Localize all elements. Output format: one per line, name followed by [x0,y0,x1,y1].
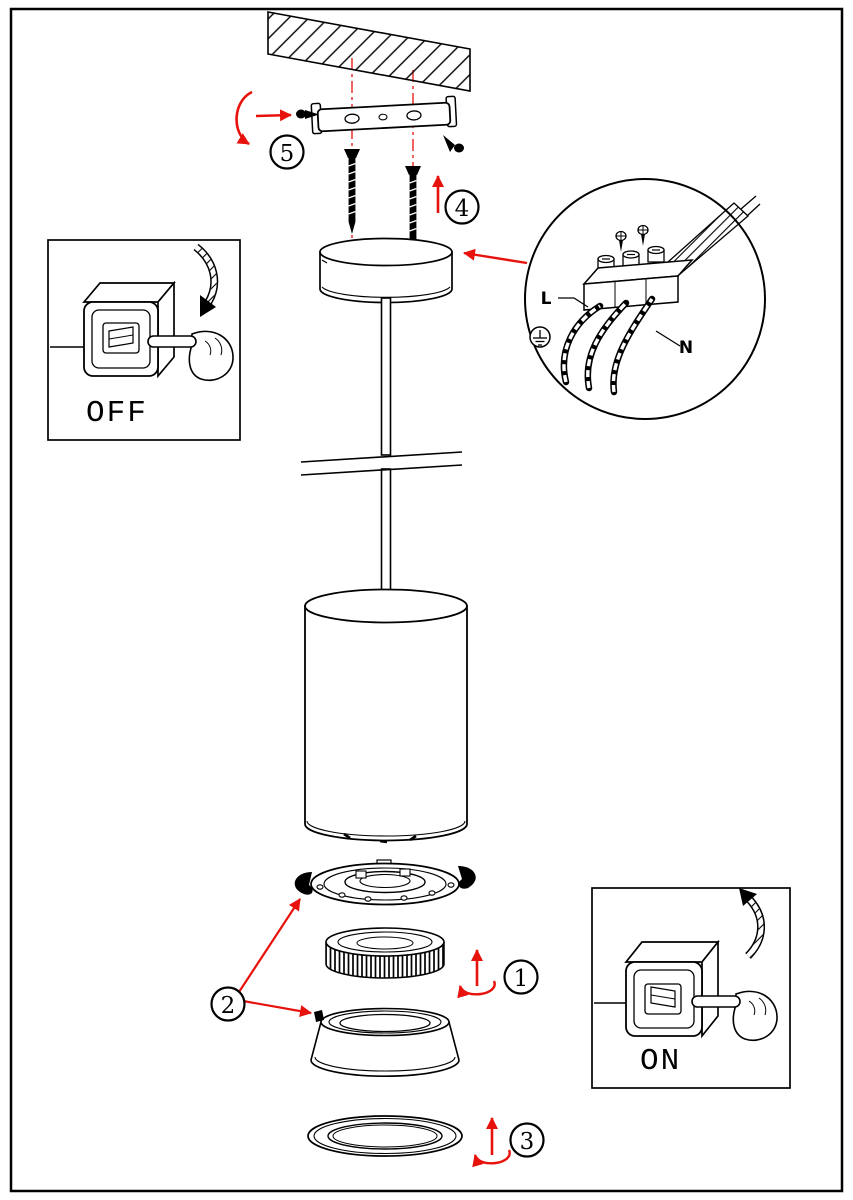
step-3-number: 3 [520,1129,535,1155]
flip-direction-arrow-icon [739,888,766,959]
step-3-arrow [472,1117,511,1168]
ground-icon [529,326,551,348]
step-2-pointer-lines [238,898,312,1017]
wiring-pointer-arrow [463,248,528,265]
step-4-badge: 4 [444,189,480,225]
rod-break-symbol [300,451,463,476]
step-1-arrow [457,949,496,999]
mounting-screw-left [344,149,360,234]
alignment-centerlines [351,58,414,248]
spring-clip-left [294,872,313,895]
ceiling-hatch [267,11,471,92]
live-label: L [541,289,552,309]
step-1-badge: 1 [503,959,539,995]
step-2-number: 2 [221,993,236,1019]
neutral-label: N [679,338,693,358]
pointing-hand-icon [147,330,234,381]
lamp-body [304,588,468,844]
suspension-rod [380,297,392,593]
side-screw-left [296,109,319,119]
off-label: OFF [86,396,148,431]
terminal-block [582,245,694,311]
step-5-badge: 5 [269,134,305,170]
off-switch-inset: OFF [47,239,241,441]
on-switch-inset: ON [591,887,791,1089]
side-screw-right [443,135,464,153]
mounting-screw-right [405,166,421,251]
step-5-rotate-arrow [235,90,292,146]
retainer-ring [294,859,476,906]
press-direction-arrow-icon [193,243,219,317]
pointing-hand-icon [691,990,778,1041]
ceiling-canopy [319,237,453,304]
lamp-module [325,927,445,979]
step-3-badge: 3 [509,1122,545,1158]
mounting-bracket [310,95,458,135]
trim-clip-tab [314,1010,324,1022]
trim-ring [310,1007,460,1078]
wiring-detail-inset: L N [463,178,766,420]
terminal-screws [615,224,649,252]
step-2-badge: 2 [210,986,246,1022]
step-1-number: 1 [514,966,529,992]
spring-clip-right [458,866,476,889]
wires [560,295,656,396]
step-5-number: 5 [280,141,295,167]
step-4-number: 4 [455,196,470,222]
page-border [9,7,844,1193]
on-label: ON [640,1044,681,1079]
decorative-ring [307,1115,463,1157]
